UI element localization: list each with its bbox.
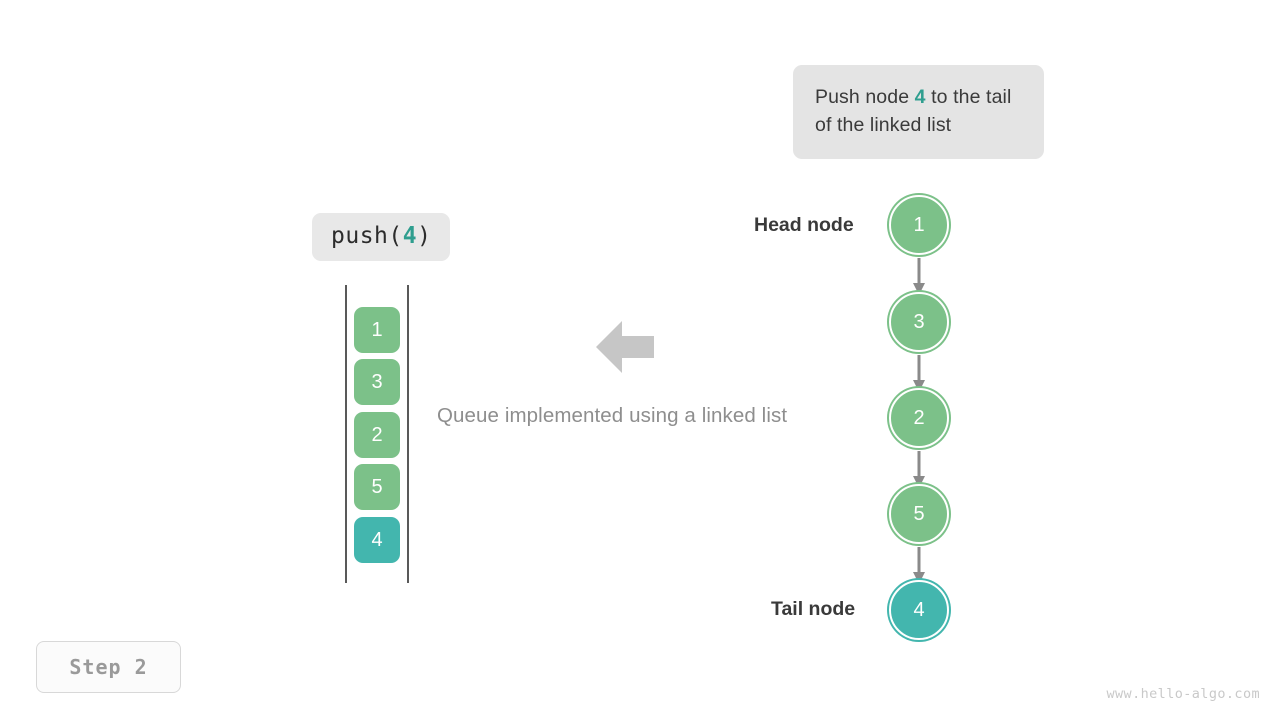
arrow-left-icon <box>596 320 654 374</box>
caption-prefix: Push node <box>815 86 915 108</box>
step-badge: Step 2 <box>36 641 181 693</box>
array-cell: 5 <box>354 464 400 510</box>
caption-box: Push node 4 to the tail of the linked li… <box>793 65 1044 159</box>
array-cell: 2 <box>354 412 400 458</box>
array-cell: 4 <box>354 517 400 563</box>
list-node: 1 <box>889 195 949 255</box>
linked-list: 1 3 2 5 4 <box>889 195 951 641</box>
array-cell: 1 <box>354 307 400 353</box>
operation-argument: 4 <box>402 223 418 249</box>
array-cell: 3 <box>354 359 400 405</box>
list-node-tail: 4 <box>889 580 949 640</box>
list-node: 5 <box>889 484 949 544</box>
array-rail-left <box>345 285 347 583</box>
operation-prefix: push( <box>331 223 403 249</box>
link-arrow-icon <box>912 355 926 393</box>
head-node-label: Head node <box>754 214 854 236</box>
operation-suffix: ) <box>417 223 432 249</box>
watermark: www.hello-algo.com <box>1106 686 1260 702</box>
link-arrow-icon <box>912 547 926 585</box>
caption-suffix: to the tail of the linked list <box>815 86 1012 136</box>
middle-caption: Queue implemented using a linked list <box>437 404 788 427</box>
tail-node-label: Tail node <box>771 598 856 620</box>
link-arrow-icon <box>912 451 926 489</box>
list-node: 2 <box>889 388 949 448</box>
caption-highlight-value: 4 <box>914 86 926 108</box>
queue-array: 1 3 2 5 4 <box>345 285 409 583</box>
operation-label: push(4) <box>312 213 451 261</box>
list-node: 3 <box>889 292 949 352</box>
array-rail-right <box>407 285 409 583</box>
link-arrow-icon <box>912 258 926 296</box>
